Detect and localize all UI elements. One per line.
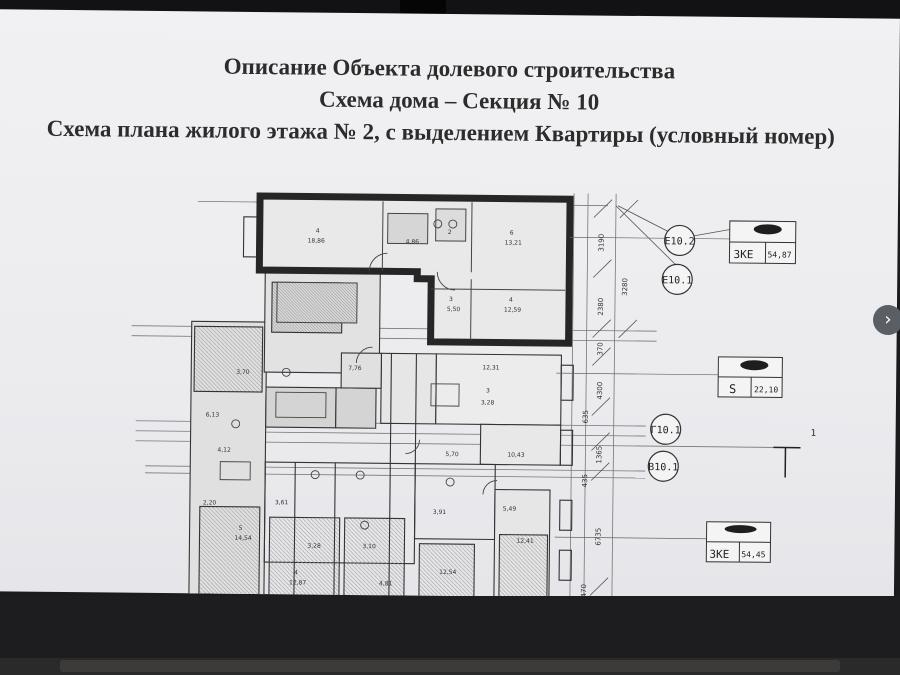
document-title-line-1: Описание Объекта долевого строительства (223, 53, 676, 84)
chevron-right-icon: › (884, 309, 892, 330)
dimension-6735: 6735 (594, 528, 602, 546)
room-label: 14,54 (234, 535, 251, 542)
screen: Описание Объекта долевого строительства … (0, 9, 900, 601)
unit-tag-prefix-1: ЗКЕ (733, 248, 753, 261)
room-label: 6 (510, 230, 514, 237)
room-label: 10,43 (507, 452, 524, 459)
unit-tag-value-3: 54,45 (741, 550, 765, 559)
axis-label-e10-1: E10.1 (662, 275, 692, 286)
room-label: 3,10 (362, 543, 376, 550)
redacted-marks (724, 224, 782, 534)
room-label: 3,70 (236, 369, 250, 376)
dimension-635: 635 (582, 410, 590, 423)
unit-tag-prefix-3: ЗКЕ (709, 548, 729, 561)
axis-circles (647, 224, 696, 482)
room-label: 3 (486, 387, 490, 394)
room-label: 3,91 (433, 509, 447, 516)
axis-label-v10-1: В10.1 (648, 462, 678, 473)
dimension-3280: 3280 (621, 278, 629, 296)
dimension-435: 435 (581, 474, 589, 487)
room-label: 3 (449, 296, 453, 303)
highlighted-apartment (255, 192, 574, 347)
document-title-line-2: Схема дома – Секция № 10 (318, 86, 600, 115)
room-label: 3,28 (307, 543, 321, 550)
room-label: 2,20 (203, 499, 217, 506)
dimension-ticks (589, 199, 733, 596)
dimension-1365: 1365 (595, 446, 603, 464)
unit-tag-value-2: 22,10 (754, 385, 778, 394)
room-label: 3,28 (481, 399, 495, 406)
dimension-470: 470 (580, 584, 588, 597)
room-label: 12,59 (504, 307, 521, 314)
room-label: 6,13 (206, 411, 220, 418)
section-arrow (773, 446, 801, 478)
dimension-2380: 2380 (597, 298, 605, 316)
room-label: 12,54 (439, 569, 456, 576)
room-label: 5,50 (447, 306, 461, 313)
tag-leaders (554, 236, 730, 540)
room-label: 5,70 (445, 451, 459, 458)
room-label: 4,12 (217, 447, 231, 454)
section-mark-label: 1 (811, 429, 817, 439)
unit-tag-value-1: 54,87 (767, 250, 791, 259)
room-label: 13,21 (505, 240, 522, 247)
room-label: 7,76 (348, 365, 362, 372)
room-label: 12,87 (289, 579, 306, 586)
room-label: 4 (316, 228, 320, 235)
document-title-line-3: Схема плана жилого этажа № 2, с выделени… (46, 115, 835, 150)
axis-label-e10-2: E10.2 (665, 236, 695, 247)
room-label: 4 (294, 569, 298, 576)
unit-tag-boxes (705, 220, 797, 563)
room-label: 12,31 (482, 364, 499, 371)
dimension-370: 370 (596, 342, 604, 355)
axis-label-g10-1: Г10.1 (651, 425, 681, 436)
room-label: 18,86 (308, 238, 325, 245)
keyboard-edge (60, 660, 840, 672)
room-label: 5 (239, 525, 243, 532)
floor-plan-drawing: E10.2 E10.1 Г10.1 В10.1 1 ЗКЕ 54,87 S 22… (131, 192, 817, 601)
dimension-3190: 3190 (598, 234, 606, 252)
dimension-4300: 4300 (596, 382, 604, 400)
room-label: 4 (509, 297, 513, 304)
unit-tag-prefix-2: S (729, 382, 736, 396)
fixtures (219, 219, 498, 530)
room-label: 5,49 (503, 506, 517, 513)
next-slide-button[interactable]: › (873, 305, 900, 335)
room-label: 12,41 (516, 538, 533, 545)
room-label: 3,61 (275, 499, 289, 506)
room-label: 2 (448, 229, 452, 236)
room-label: 4,86 (406, 239, 420, 246)
room-label: 4,81 (379, 580, 393, 587)
